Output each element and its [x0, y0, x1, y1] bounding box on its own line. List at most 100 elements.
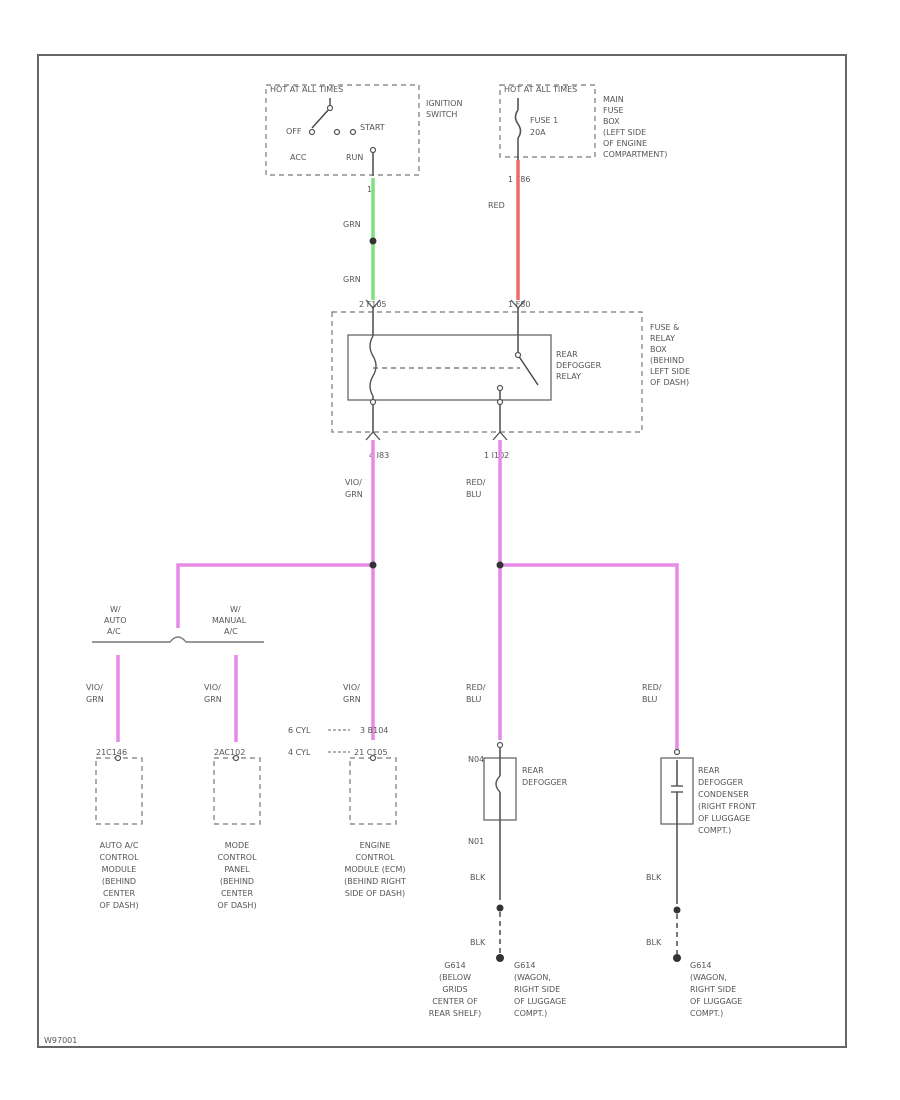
defogger-name-2: DEFOGGER [522, 778, 568, 787]
relay-box-outline [331, 311, 643, 433]
fuse-loc-2: FUSE [603, 106, 624, 115]
b5-color-b: BLU [642, 695, 658, 704]
b2-pin [232, 754, 240, 762]
g1-cap-4: CENTER OF [432, 997, 478, 1006]
fuse-loc-3: BOX [603, 117, 620, 126]
g3-cap-4: OF LUGGAGE [690, 997, 742, 1006]
b3-pin [369, 754, 377, 762]
defogger-condenser: REAR DEFOGGER CONDENSER (RIGHT FRONT OF … [646, 748, 756, 962]
relay-name-3: RELAY [556, 372, 581, 381]
b1-conn-label: 21C146 [96, 748, 127, 757]
manual-label-2: MANUAL [212, 616, 247, 625]
fuse-id-label: FUSE 1 [530, 116, 558, 125]
relay-pin-b [496, 398, 504, 406]
b1-color-b: GRN [86, 695, 104, 704]
ground-splice [496, 904, 504, 912]
ignition-off-label: OFF [286, 127, 302, 136]
cyl4-label: 4 CYL [288, 748, 311, 757]
main-fuse-box: HOT AT ALL TIMES FUSE 1 20A MAIN FUSE BO… [499, 84, 667, 160]
g1-cap-1: G614 [444, 961, 465, 970]
defogger-pin-bottom-label: N01 [468, 837, 484, 846]
b1-pin [114, 754, 122, 762]
g2-cap-5: COMPT.) [514, 1009, 547, 1018]
g3-cap-2: (WAGON, [690, 973, 727, 982]
wire-redblu-right-branch [500, 563, 679, 750]
conn-d-chevron-icon [492, 431, 508, 441]
b2-color-a: VIO/ [204, 683, 221, 692]
mode-caption: MODE CONTROL PANEL (BEHIND CENTER OF DAS… [217, 841, 257, 910]
redblu-splice [496, 561, 504, 569]
conn-b-label: 1 F80 [508, 300, 530, 309]
wire4-color-b: BLU [466, 490, 482, 499]
b4-color-b: BLU [466, 695, 482, 704]
conn-c-chevron-icon [365, 431, 381, 441]
relay-contact-pivot [514, 351, 522, 359]
mode-cap-5: CENTER [221, 889, 254, 898]
wire4-color-a: RED/ [466, 478, 486, 487]
ignition-start-contact [349, 128, 357, 136]
ignition-name-1: IGNITION [426, 99, 462, 108]
g2-cap-4: OF LUGGAGE [514, 997, 566, 1006]
auto-ac-caption: AUTO A/C CONTROL MODULE (BEHIND CENTER O… [99, 841, 139, 910]
ground-3-point [673, 954, 681, 962]
mode-panel-box [213, 757, 261, 825]
auto-ac-cap-5: CENTER [103, 889, 136, 898]
manual-label-1: W/ [230, 605, 241, 614]
fuse-relay-box: 2 F105 1 F80 REAR DEFOGGER RELAY FUSE & … [331, 299, 690, 433]
ignition-off-contact [308, 128, 316, 136]
condenser-ground-splice [673, 906, 681, 914]
defogger-pin-top [496, 741, 504, 749]
defogger-pin-top-label: N04 [468, 755, 484, 764]
manual-label-3: A/C [224, 627, 238, 636]
ignition-header: HOT AT ALL TIMES [270, 85, 343, 94]
relay-name-2: DEFOGGER [556, 361, 602, 370]
g1-cap-2: (BELOW [439, 973, 471, 982]
footer-code: W97001 [44, 1036, 77, 1045]
ignition-name-2: SWITCH [426, 110, 457, 119]
ecm-cap-3: MODULE (ECM) [344, 865, 405, 874]
wire3-color-a: VIO/ [345, 478, 362, 487]
b4-color-a: RED/ [466, 683, 486, 692]
fuse-loc-4: (LEFT SIDE [603, 128, 646, 137]
relay-pin-a [369, 398, 377, 406]
fuse-header: HOT AT ALL TIMES [504, 85, 577, 94]
conn-d-label: 1 I102 [484, 451, 509, 460]
ignition-run-label: RUN [346, 153, 363, 162]
auto-ac-cap-2: CONTROL [99, 853, 139, 862]
ignition-switch-box [265, 84, 420, 176]
condenser-ground-color: BLK [646, 873, 662, 882]
b1-color-a: VIO/ [86, 683, 103, 692]
mode-cap-6: OF DASH) [217, 901, 256, 910]
mode-cap-4: (BEHIND [220, 877, 254, 886]
cyl6-label: 6 CYL [288, 726, 311, 735]
ground-color-2: BLK [470, 938, 486, 947]
condenser-cap-5: OF LUGGAGE [698, 814, 750, 823]
option-bar [92, 636, 264, 643]
b3-color-b: GRN [343, 695, 361, 704]
g2-cap-2: (WAGON, [514, 973, 551, 982]
relay-box-loc-2: RELAY [650, 334, 675, 343]
fuse-loc-5: OF ENGINE [603, 139, 647, 148]
g3-cap-1: G614 [690, 961, 711, 970]
fuse-element-icon [514, 109, 522, 139]
ignition-switch-arm [311, 107, 331, 129]
relay-coil-icon [369, 335, 377, 397]
auto-label-1: W/ [110, 605, 121, 614]
wire1-color-a: GRN [343, 220, 361, 229]
g3-cap-3: RIGHT SIDE [690, 985, 736, 994]
grn-splice [369, 237, 377, 245]
b2-color-b: GRN [204, 695, 222, 704]
diagram-border [37, 54, 847, 1048]
auto-ac-cap-6: OF DASH) [99, 901, 138, 910]
b3-conn-4-label: 21 C105 [354, 748, 388, 757]
ecm-cap-1: ENGINE [360, 841, 391, 850]
mode-cap-1: MODE [225, 841, 249, 850]
b3-conn-6-label: 3 B104 [360, 726, 388, 735]
b3-color-a: VIO/ [343, 683, 360, 692]
relay-contact-arm [517, 354, 539, 386]
wire1-color-b: GRN [343, 275, 361, 284]
auto-ac-cap-3: MODULE [102, 865, 137, 874]
ecm-caption: ENGINE CONTROL MODULE (ECM) (BEHIND RIGH… [344, 841, 406, 898]
g2-cap-3: RIGHT SIDE [514, 985, 560, 994]
